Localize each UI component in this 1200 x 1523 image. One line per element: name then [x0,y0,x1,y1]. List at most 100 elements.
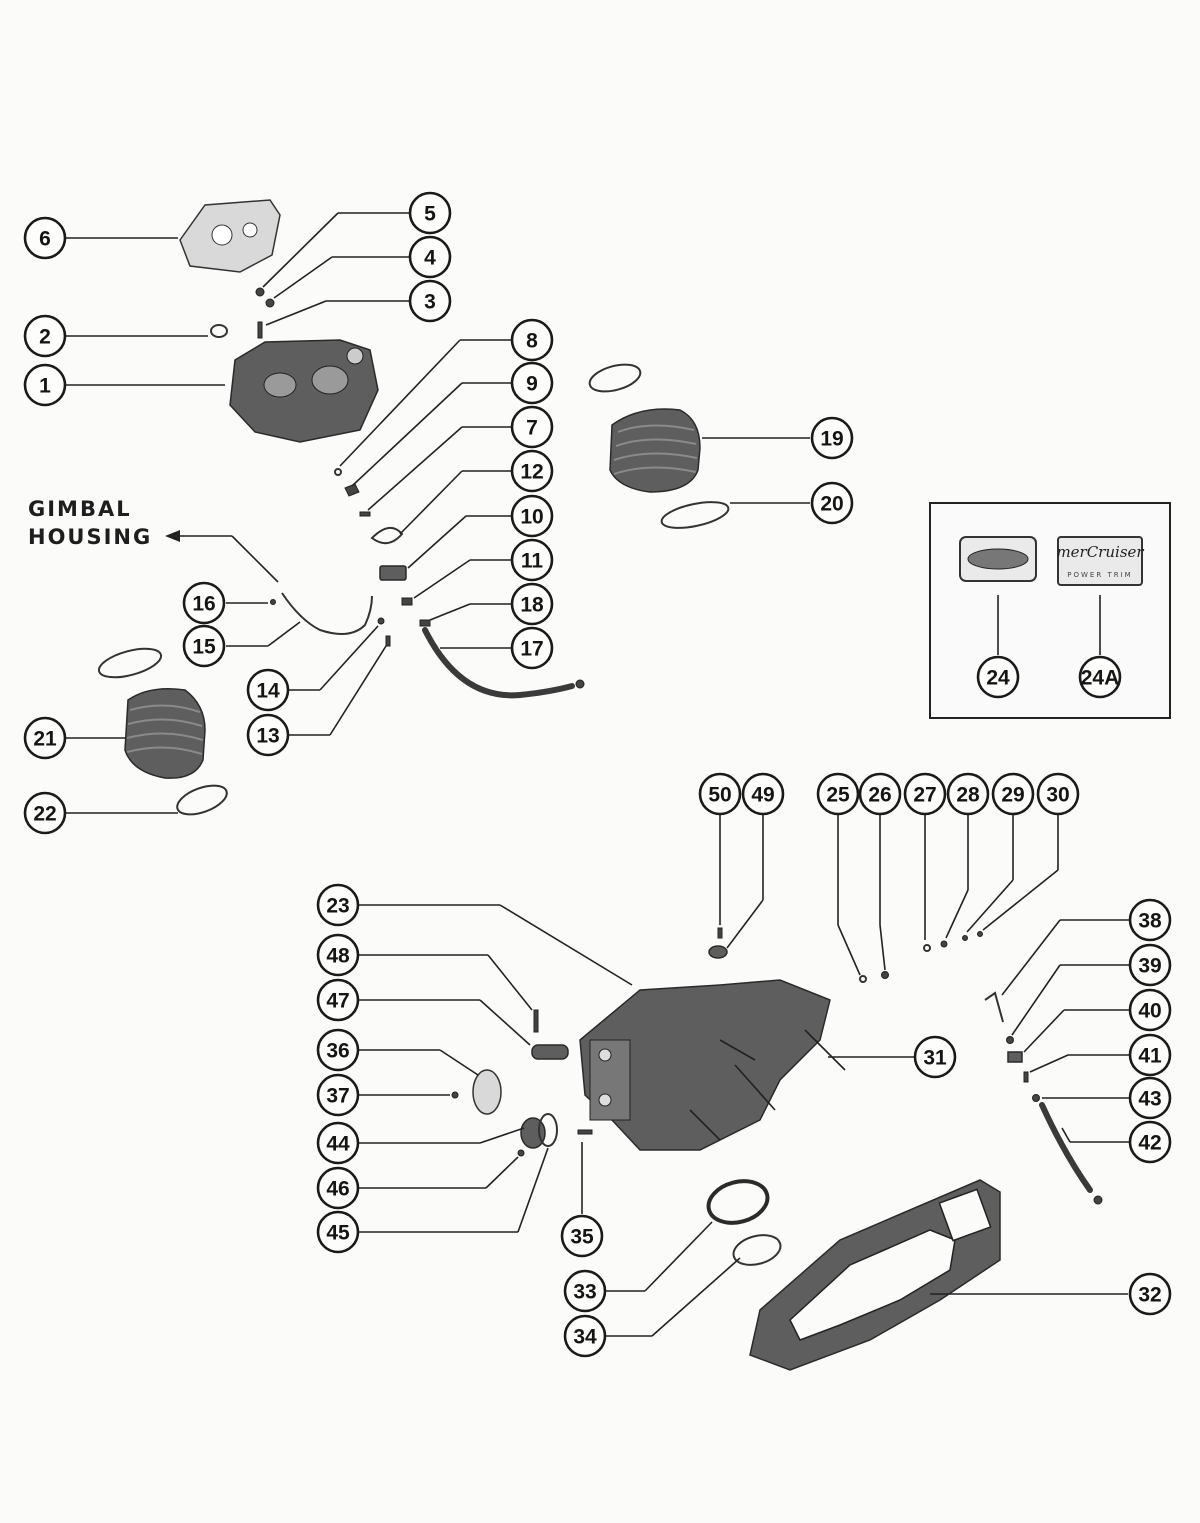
part-25-o-ring [859,975,867,983]
svg-text:45: 45 [326,1222,350,1245]
callout-34: 34 [563,1314,607,1358]
callout-44: 44 [316,1121,360,1165]
part-2-ring [210,324,228,338]
callout-45: 45 [316,1210,360,1254]
svg-text:44: 44 [326,1133,350,1156]
svg-text:14: 14 [256,680,280,703]
svg-text:17: 17 [520,638,543,661]
svg-text:19: 19 [820,428,843,451]
part-34-o-ring [732,1234,782,1266]
part-16-fitting [270,599,276,605]
svg-text:28: 28 [956,784,980,807]
callout-18: 18 [510,582,554,626]
svg-text:25: 25 [826,784,850,807]
svg-text:11: 11 [521,550,544,573]
part-45-seal [538,1113,558,1147]
decal-24a-logo: merCruiser [1056,543,1144,561]
part-42-end-fitting [1093,1195,1103,1205]
callout-20: 20 [810,481,854,525]
svg-text:5: 5 [424,203,436,226]
callout-12: 12 [510,449,554,493]
svg-text:33: 33 [573,1281,596,1304]
decal-24a-subtitle: POWER TRIM [1067,571,1132,579]
callout-30: 30 [1036,772,1080,816]
callout-7: 7 [510,405,554,449]
svg-text:29: 29 [1001,784,1024,807]
svg-text:50: 50 [708,784,731,807]
svg-text:8: 8 [526,330,538,353]
callout-13: 13 [246,713,290,757]
callout-14: 14 [246,668,290,712]
part-8-o-ring [334,468,342,476]
callout-4: 4 [408,235,452,279]
part-12-clamp [370,527,404,545]
svg-text:22: 22 [33,803,56,826]
part-33-o-ring [706,1179,770,1225]
part-17-end-fitting [575,679,585,689]
part-11-fitting [401,597,413,606]
callout-38: 38 [1128,898,1172,942]
svg-text:38: 38 [1138,910,1162,933]
svg-text:12: 12 [520,461,543,484]
svg-text:47: 47 [326,990,349,1013]
callout-29: 29 [991,772,1035,816]
part-4-washer [265,298,275,308]
svg-text:3: 3 [424,291,436,314]
part-46-ring [517,1149,525,1157]
svg-text:31: 31 [923,1047,947,1070]
callout-49: 49 [741,772,785,816]
callout-3: 3 [408,279,452,323]
part-23-transom-plate [579,979,831,1151]
callout-36: 36 [316,1028,360,1072]
svg-text:37: 37 [326,1085,349,1108]
svg-text:21: 21 [33,728,57,751]
part-48-pin [533,1009,539,1033]
decal-24a [1057,536,1143,586]
callout-6: 6 [23,216,67,260]
callout-10: 10 [510,494,554,538]
svg-text:30: 30 [1046,784,1069,807]
part-43-fitting [1032,1094,1040,1102]
svg-text:15: 15 [192,636,216,659]
part-13-screw [385,635,391,647]
callout-23: 23 [316,883,360,927]
callout-2: 2 [23,314,67,358]
part-40-block [1007,1051,1023,1063]
part-18-clip [419,619,431,627]
callout-22: 22 [23,791,67,835]
callout-31: 31 [913,1035,957,1079]
callout-35: 35 [560,1214,604,1258]
svg-text:1: 1 [39,375,51,398]
part-32-gasket [749,1179,1001,1371]
svg-text:9: 9 [526,373,538,396]
callout-43: 43 [1128,1076,1172,1120]
svg-text:16: 16 [192,593,215,616]
callout-5: 5 [408,191,452,235]
svg-text:42: 42 [1138,1132,1161,1155]
callout-50: 50 [698,772,742,816]
callout-21: 21 [23,716,67,760]
svg-text:18: 18 [520,594,544,617]
part-21-bellows [97,647,206,779]
callout-11: 11 [510,538,554,582]
part-3-stud [257,321,263,339]
svg-text:20: 20 [820,493,843,516]
svg-text:7: 7 [526,417,538,440]
part-36-seal [472,1069,502,1115]
gimbal-housing-label-line1: GIMBAL [28,497,132,521]
svg-text:40: 40 [1138,1000,1161,1023]
svg-text:2: 2 [39,326,51,349]
svg-text:24A: 24A [1081,667,1120,690]
callout-19: 19 [810,416,854,460]
callout-40: 40 [1128,988,1172,1032]
part-20-clamp [660,501,730,529]
part-22-clamp [176,784,228,816]
part-31-studs [689,1029,846,1141]
callout-bubbles: 1 2 3 4 5 6 7 8 9 10 11 12 13 14 15 16 1… [23,191,1172,1358]
part-15-line [281,592,373,635]
part-41-screw [1023,1071,1029,1083]
svg-text:10: 10 [520,506,543,529]
svg-text:24: 24 [986,667,1010,690]
svg-text:39: 39 [1138,955,1161,978]
svg-text:6: 6 [39,228,51,251]
